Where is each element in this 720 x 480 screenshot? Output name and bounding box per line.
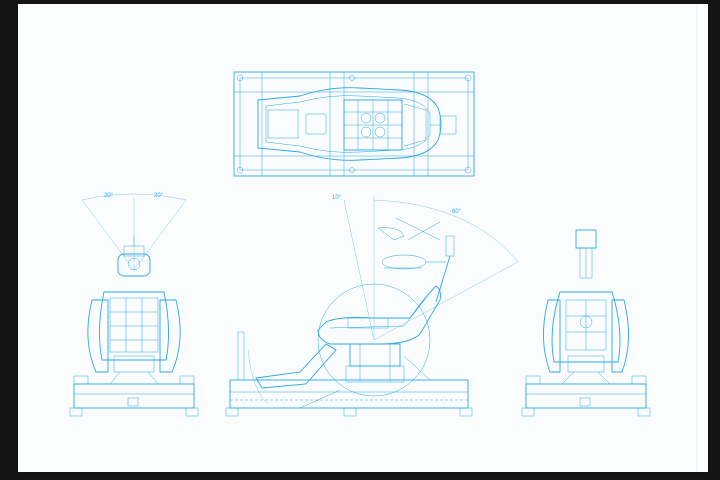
- rear-view: [521, 229, 651, 417]
- helicopter-sketch: [377, 217, 446, 270]
- side-view: 10° 60°: [225, 195, 519, 417]
- side-angle-back-label: 10°: [332, 195, 342, 201]
- front-angle-left-label: 20°: [104, 193, 114, 199]
- paper-crease: [696, 4, 699, 472]
- side-angle-sweep-label: 60°: [452, 209, 462, 215]
- top-view: [233, 71, 475, 177]
- front-view: 20° 20°: [69, 193, 199, 417]
- front-angle-right-label: 20°: [154, 193, 164, 199]
